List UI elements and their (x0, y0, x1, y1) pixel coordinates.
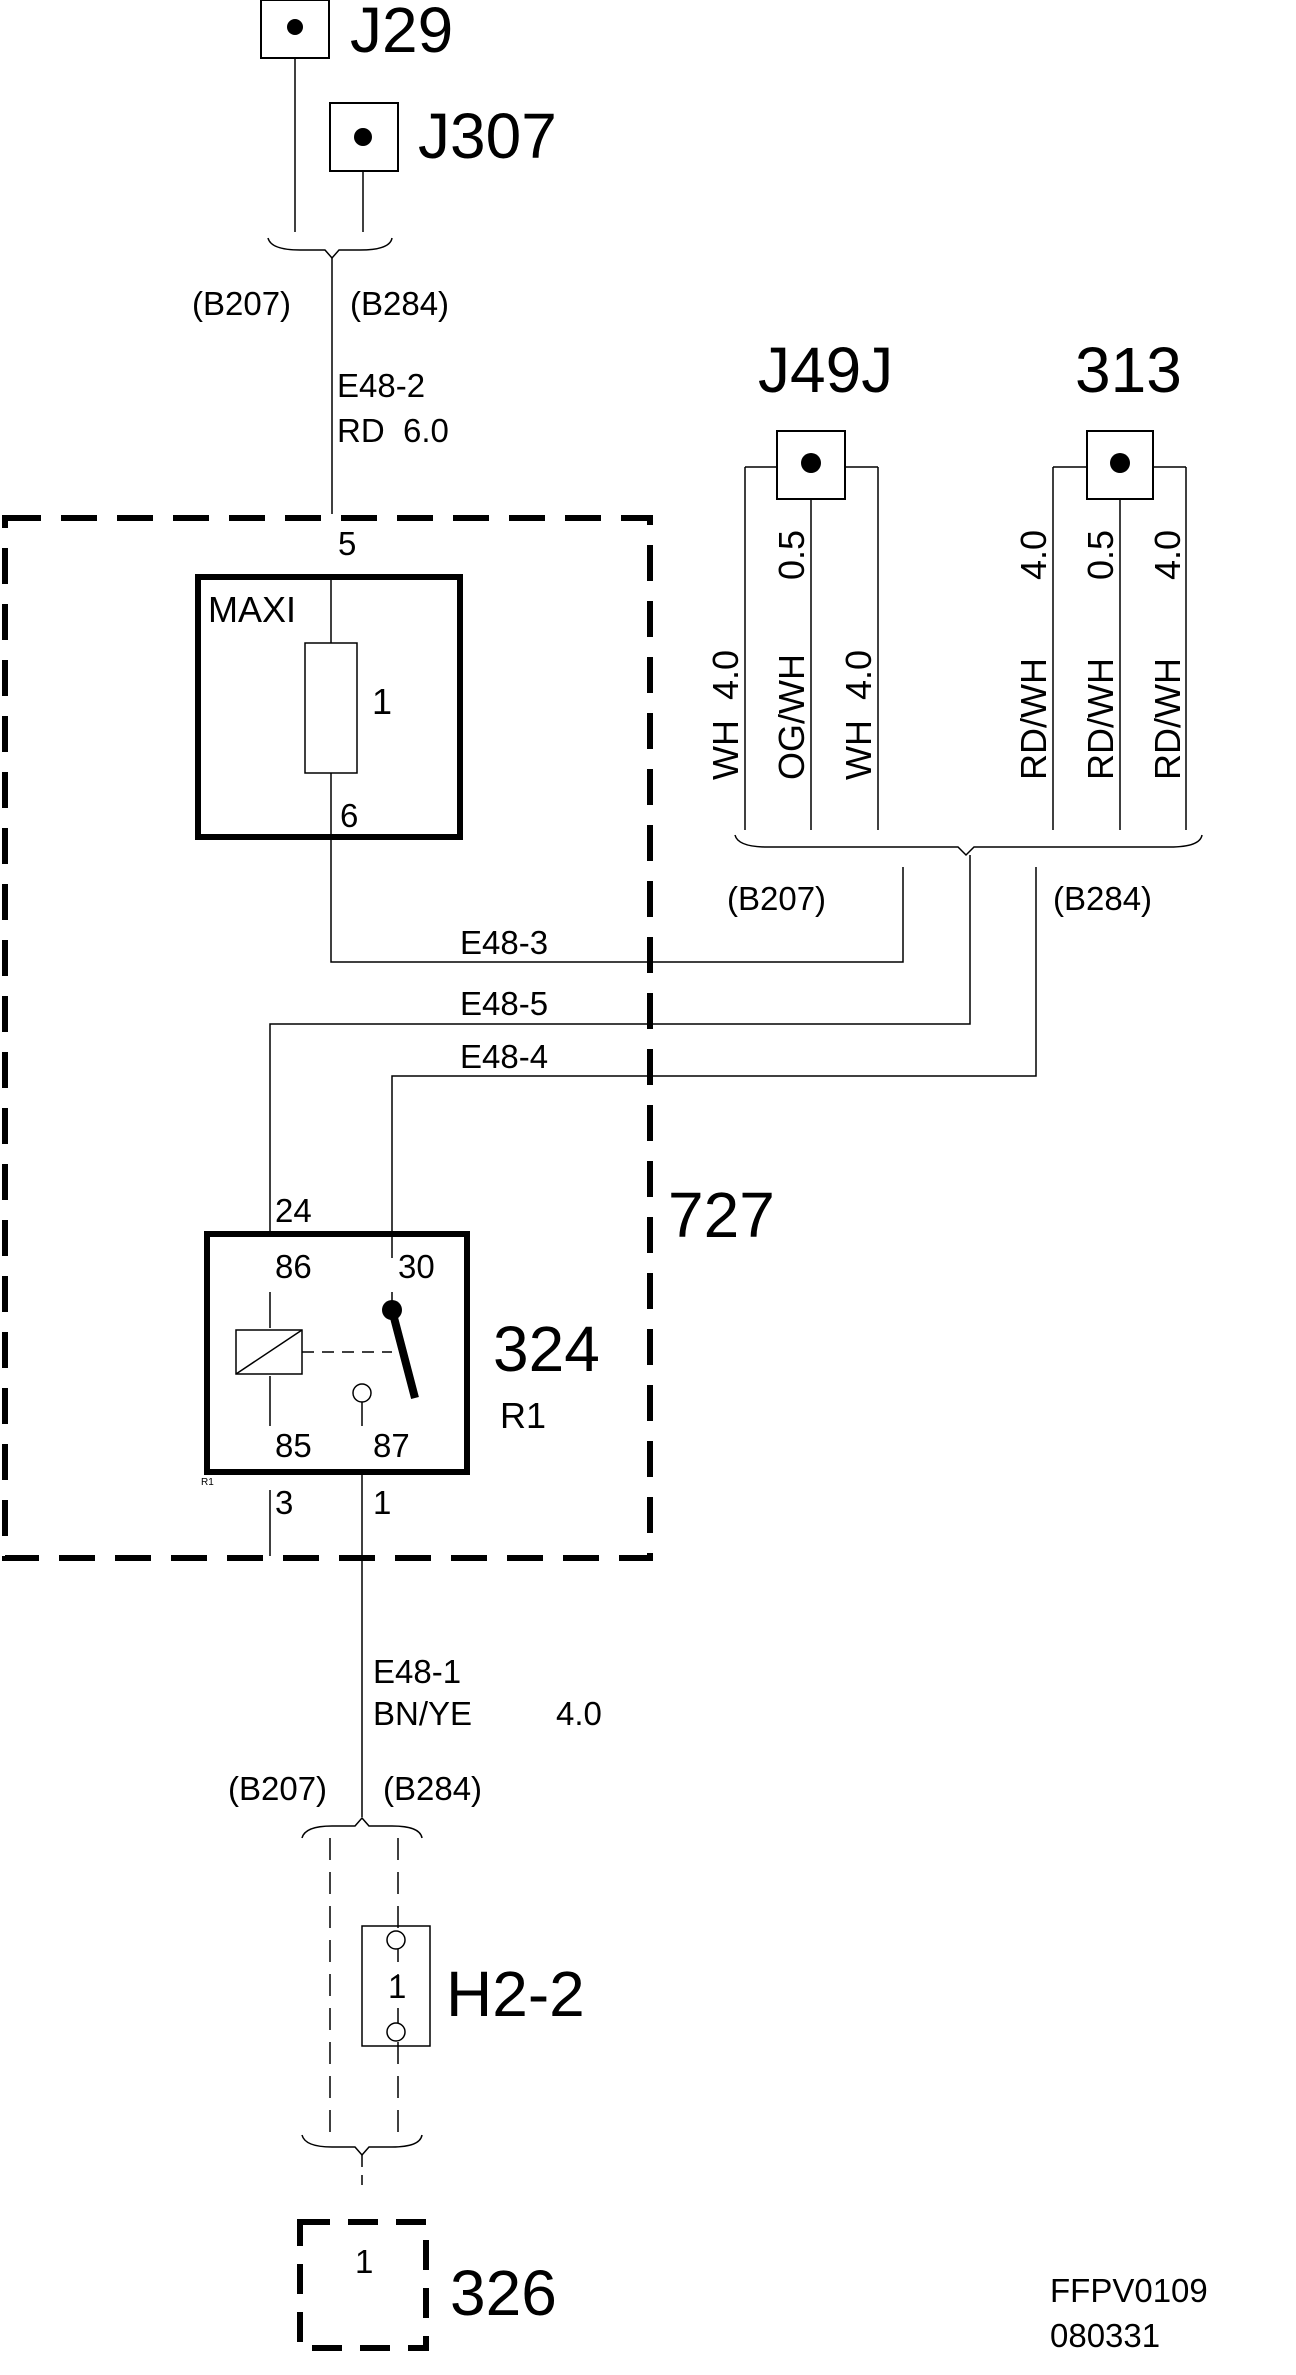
footer-code: FFPV0109 (1050, 2272, 1208, 2309)
label-rd-wh-2-color: RD/WH (1080, 658, 1121, 780)
label-rd-wh-3-color: RD/WH (1147, 658, 1188, 780)
component-id-324: 324 (493, 1313, 600, 1385)
label-rd-wh-1-size: 4.0 (1013, 530, 1054, 580)
variant-label-b284-top: (B284) (350, 285, 449, 322)
component-326-box (297, 2219, 429, 2351)
label-og-wh-size: 0.5 (771, 530, 812, 580)
ground-point-j49j (776, 430, 846, 500)
wire-e48-4 (391, 867, 1037, 1258)
maxi-label: MAXI (208, 589, 296, 630)
wire-e48-5 (269, 855, 971, 1234)
variant-label-b207-mid: (B207) (228, 1770, 327, 1807)
label-rd-wh-1-color: RD/WH (1013, 658, 1054, 780)
variant-brace-h2 (301, 1816, 423, 1839)
wire-spec-e48-2: RD 6.0 (337, 412, 449, 449)
component-id-326: 326 (450, 2257, 557, 2329)
variant-label-b284-right: (B284) (1053, 880, 1152, 917)
label-og-wh-color: OG/WH (771, 654, 812, 780)
relay-switch-arm (388, 1308, 419, 1400)
ground-label-j49j: J49J (758, 334, 893, 406)
relay-ref-r1: R1 (500, 1395, 546, 1436)
ground-point-j307: J307 (329, 100, 557, 172)
relay-small-ref: R1 (201, 1477, 214, 1488)
wire-e48-3 (330, 837, 904, 963)
relay-pin-24: 24 (275, 1192, 312, 1229)
wire-label-e48-5: E48-5 (460, 985, 548, 1022)
ground-label-j307: J307 (418, 100, 557, 172)
wire-id-e48-2: E48-2 (337, 367, 425, 404)
wire-size-e48-1: 4.0 (556, 1695, 602, 1732)
variant-brace-right (734, 834, 1203, 857)
relay-pin-85: 85 (275, 1427, 312, 1464)
component-326-number: 1 (355, 2243, 373, 2280)
ground-label-313: 313 (1075, 334, 1182, 406)
fuse-element (304, 642, 358, 774)
wire-color-e48-1: BN/YE (373, 1695, 472, 1732)
variant-label-b207-top: (B207) (192, 285, 291, 322)
label-rd-wh-2-size: 0.5 (1080, 530, 1121, 580)
wire-label-e48-3: E48-3 (460, 924, 548, 961)
variant-brace-top (267, 237, 393, 260)
ground-point-313 (1086, 430, 1154, 500)
relay-pin-3: 3 (275, 1484, 293, 1521)
variant-label-b284-mid: (B284) (383, 1770, 482, 1807)
relay-pin-87: 87 (373, 1427, 410, 1464)
wire-label-e48-4: E48-4 (460, 1038, 548, 1075)
wire-id-e48-1: E48-1 (373, 1653, 461, 1690)
component-id-727: 727 (668, 1179, 775, 1251)
footer-date: 080331 (1050, 2317, 1160, 2354)
fuse-pin-5: 5 (338, 525, 356, 562)
relay-pin-86: 86 (275, 1248, 312, 1285)
component-id-h2-2: H2-2 (446, 1958, 585, 2030)
relay-324-body (204, 1231, 470, 1475)
maxi-fuse-block (195, 574, 463, 840)
relay-no-contact (352, 1383, 372, 1403)
ground-point-j29: J29 (260, 0, 453, 66)
fuse-pin-6: 6 (340, 797, 358, 834)
variant-brace-bottom (301, 2134, 423, 2157)
ground-label-j29: J29 (350, 0, 453, 66)
label-rd-wh-3-size: 4.0 (1147, 530, 1188, 580)
fuse-relay-box-727 (2, 515, 653, 1561)
label-wh-4-0-right: WH 4.0 (838, 650, 879, 780)
relay-pin-1: 1 (373, 1484, 391, 1521)
variant-label-b207-right: (B207) (727, 880, 826, 917)
fuse-number: 1 (372, 681, 392, 722)
h2-2-number: 1 (388, 1968, 406, 2005)
relay-pin-30: 30 (398, 1248, 435, 1285)
label-wh-4-0-left: WH 4.0 (705, 650, 746, 780)
connector-h2-2 (361, 1925, 431, 2047)
